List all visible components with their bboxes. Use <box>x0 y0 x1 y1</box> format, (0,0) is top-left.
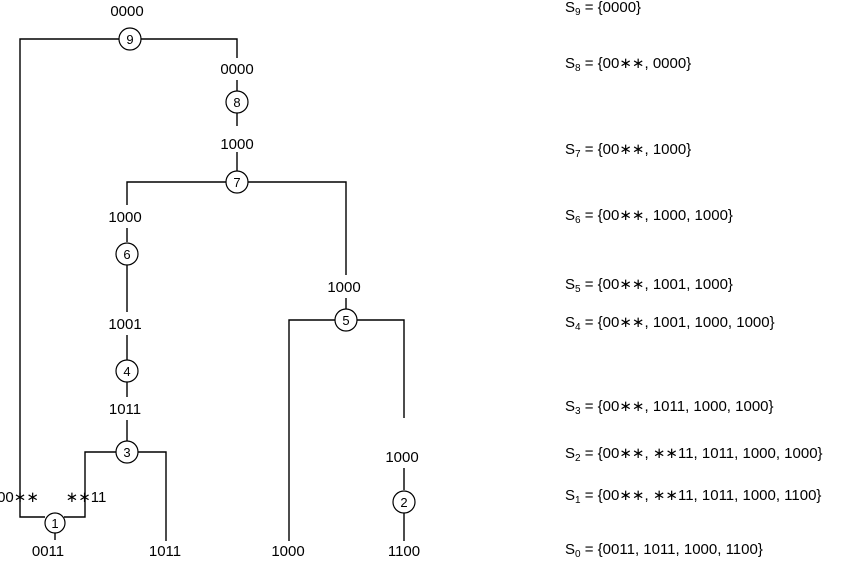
set-name: S <box>565 55 576 72</box>
set-subscript: 1 <box>575 495 581 506</box>
label-node2-1000: 1000 <box>385 449 418 466</box>
set-name: S <box>565 398 576 415</box>
tree-node-1: 1 <box>44 512 66 534</box>
node-2-number: 2 <box>400 495 407 510</box>
edge-9-right <box>130 38 238 58</box>
tree-labels: 0000 0000 1000 1000 1000 1001 1011 1000 … <box>0 3 420 560</box>
node-1-number: 1 <box>51 516 58 531</box>
edge-7-right <box>237 181 347 275</box>
set-s6: S6 = {00∗∗, 1000, 1000} <box>565 208 733 226</box>
label-leaf-0011: 0011 <box>32 543 64 560</box>
tree-nodes: 9 8 7 6 5 4 3 2 <box>44 27 416 534</box>
set-value: = {00∗∗, 1001, 1000} <box>580 276 733 293</box>
node-8-number: 8 <box>233 95 240 110</box>
tree-node-2: 2 <box>392 490 416 514</box>
set-s9: S9 = {0000} <box>565 0 641 18</box>
set-value: = {0011, 1011, 1000, 1100} <box>580 541 763 558</box>
label-node6-1000: 1000 <box>108 209 141 226</box>
label-node3-1011: 1011 <box>109 401 141 418</box>
set-s0: S0 = {0011, 1011, 1000, 1100} <box>565 542 763 560</box>
tree-node-6: 6 <box>115 242 139 266</box>
set-subscript: 4 <box>575 322 581 333</box>
tree-node-5: 5 <box>334 308 358 332</box>
edge-3-right <box>127 451 167 541</box>
set-value: = {00∗∗, 1000, 1000} <box>580 207 733 224</box>
edge-9-left <box>19 38 130 518</box>
node-6-number: 6 <box>123 247 130 262</box>
set-value: = {0000} <box>580 0 642 16</box>
set-name: S <box>565 0 576 16</box>
set-value: = {00∗∗, 1000} <box>580 141 692 158</box>
tree-node-4: 4 <box>115 359 139 383</box>
label-top-0000: 0000 <box>110 3 143 20</box>
set-value: = {00∗∗, 1011, 1000, 1000} <box>580 398 774 415</box>
set-subscript: 5 <box>575 284 581 295</box>
node-5-number: 5 <box>342 313 349 328</box>
node-9-number: 9 <box>126 32 133 47</box>
set-subscript: 8 <box>575 63 581 74</box>
set-s2: S2 = {00∗∗, ∗∗11, 1011, 1000, 1000} <box>565 446 823 464</box>
label-leaf-1011: 1011 <box>149 543 181 560</box>
set-subscript: 2 <box>575 453 581 464</box>
tree-node-9: 9 <box>118 27 142 51</box>
label-leaf-1000: 1000 <box>271 543 304 560</box>
set-s7: S7 = {00∗∗, 1000} <box>565 142 691 160</box>
edge-3-left <box>64 451 127 518</box>
edge-5-left <box>288 319 346 541</box>
label-node7-1000: 1000 <box>220 136 253 153</box>
edge-7-left <box>126 181 237 205</box>
tree-node-7: 7 <box>225 170 249 194</box>
set-name: S <box>565 541 576 558</box>
set-value: = {00∗∗, 1001, 1000, 1000} <box>580 314 775 331</box>
set-s8: S8 = {00∗∗, 0000} <box>565 56 691 74</box>
set-name: S <box>565 276 576 293</box>
node-3-number: 3 <box>123 445 130 460</box>
set-subscript: 3 <box>575 406 581 417</box>
tree-node-3: 3 <box>115 440 139 464</box>
set-name: S <box>565 445 576 462</box>
label-node8-0000: 0000 <box>220 61 253 78</box>
edge-5-right <box>346 319 405 418</box>
set-name: S <box>565 314 576 331</box>
set-s3: S3 = {00∗∗, 1011, 1000, 1000} <box>565 399 774 417</box>
node-7-number: 7 <box>233 175 240 190</box>
node-4-number: 4 <box>123 364 130 379</box>
set-value: = {00∗∗, 0000} <box>580 55 692 72</box>
set-subscript: 0 <box>575 549 581 560</box>
set-subscript: 9 <box>575 7 581 18</box>
set-name: S <box>565 487 576 504</box>
set-name: S <box>565 141 576 158</box>
set-subscript: 6 <box>575 215 581 226</box>
label-node5-1000: 1000 <box>327 279 360 296</box>
label-node4-1001: 1001 <box>108 316 141 333</box>
set-value: = {00∗∗, ∗∗11, 1011, 1000, 1100} <box>580 487 822 504</box>
label-leaf-1100: 1100 <box>388 543 420 560</box>
set-s1: S1 = {00∗∗, ∗∗11, 1011, 1000, 1100} <box>565 488 821 506</box>
set-s4: S4 = {00∗∗, 1001, 1000, 1000} <box>565 315 775 333</box>
set-subscript: 7 <box>575 149 581 160</box>
tree-node-8: 8 <box>225 90 249 114</box>
label-node1-right: ∗∗11 <box>66 489 107 506</box>
set-name: S <box>565 207 576 224</box>
tree-edges <box>19 38 405 541</box>
set-value: = {00∗∗, ∗∗11, 1011, 1000, 1000} <box>580 445 823 462</box>
label-node1-left: 00∗∗ <box>0 489 39 506</box>
set-s5: S5 = {00∗∗, 1001, 1000} <box>565 277 733 295</box>
